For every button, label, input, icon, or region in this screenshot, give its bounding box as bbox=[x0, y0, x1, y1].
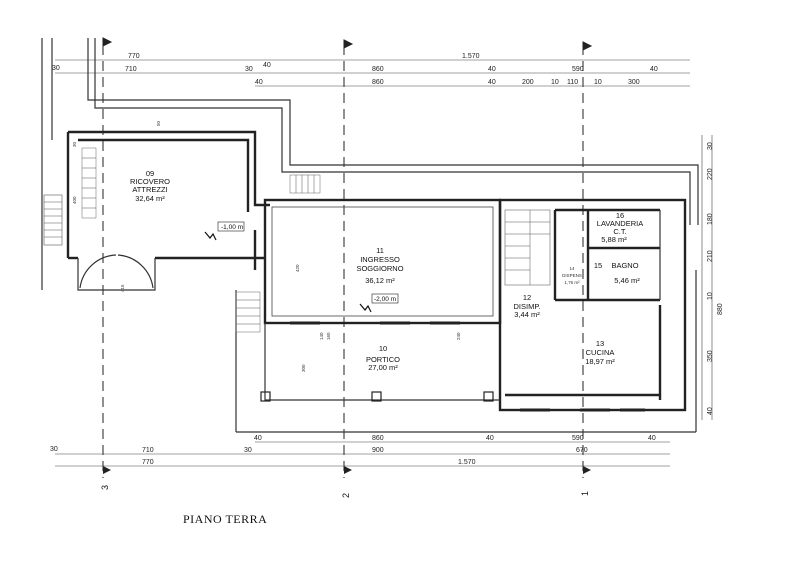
svg-text:3,44 m²: 3,44 m² bbox=[514, 310, 540, 319]
room-16-label: 16 LAVANDERIA C.T. 5,88 m² bbox=[597, 211, 643, 244]
axis-label-2: 2 bbox=[341, 493, 351, 498]
svg-text:860: 860 bbox=[372, 435, 384, 442]
svg-text:40: 40 bbox=[707, 407, 714, 415]
svg-text:10: 10 bbox=[707, 292, 714, 300]
svg-text:40: 40 bbox=[254, 435, 262, 442]
svg-text:590: 590 bbox=[572, 435, 584, 442]
svg-text:860: 860 bbox=[372, 79, 384, 86]
svg-text:110: 110 bbox=[567, 79, 578, 86]
svg-text:RICOVERO: RICOVERO bbox=[130, 177, 170, 186]
svg-text:40: 40 bbox=[486, 435, 494, 442]
svg-text:36,12 m²: 36,12 m² bbox=[365, 276, 395, 285]
svg-text:140: 140 bbox=[319, 332, 324, 340]
svg-text:300: 300 bbox=[628, 79, 640, 86]
svg-text:770: 770 bbox=[142, 459, 154, 466]
room-14-label: 14 DISPENS 1,76 m² bbox=[562, 266, 582, 285]
svg-text:220: 220 bbox=[707, 168, 714, 180]
right-dimensions: 30 220 180 210 10 880 350 40 bbox=[701, 135, 724, 420]
svg-text:10: 10 bbox=[379, 344, 387, 353]
svg-text:12: 12 bbox=[523, 293, 531, 302]
svg-text:CUCINA: CUCINA bbox=[586, 348, 615, 357]
svg-text:300: 300 bbox=[301, 364, 306, 372]
svg-text:50: 50 bbox=[156, 120, 161, 126]
svg-text:1.570: 1.570 bbox=[462, 53, 480, 60]
level-marker-1: -1,00 m bbox=[221, 224, 243, 231]
inner-dimensions: 420 300 140 160 240 400 415 30 50 bbox=[72, 120, 461, 372]
svg-text:DISPENS: DISPENS bbox=[562, 273, 582, 278]
svg-text:18,97 m²: 18,97 m² bbox=[585, 357, 615, 366]
svg-text:900: 900 bbox=[372, 447, 384, 454]
axis-label-1: 1 bbox=[580, 491, 590, 496]
svg-text:40: 40 bbox=[648, 435, 656, 442]
room-11-label: 11 INGRESSO SOGGIORNO 36,12 m² bbox=[356, 246, 403, 285]
svg-text:400: 400 bbox=[72, 196, 77, 204]
svg-text:PORTICO: PORTICO bbox=[366, 355, 400, 364]
svg-text:DISIMP.: DISIMP. bbox=[514, 302, 541, 311]
svg-text:860: 860 bbox=[372, 66, 384, 73]
svg-text:16: 16 bbox=[616, 211, 624, 220]
svg-text:40: 40 bbox=[255, 79, 263, 86]
svg-text:LAVANDERIA: LAVANDERIA bbox=[597, 219, 643, 228]
svg-text:160: 160 bbox=[326, 332, 331, 340]
svg-text:13: 13 bbox=[596, 339, 604, 348]
svg-text:SOGGIORNO: SOGGIORNO bbox=[356, 264, 403, 273]
level-marker-2: -2,00 m bbox=[374, 296, 396, 303]
svg-text:880: 880 bbox=[717, 303, 724, 315]
svg-text:40: 40 bbox=[488, 79, 496, 86]
svg-text:14: 14 bbox=[569, 266, 575, 271]
svg-text:30: 30 bbox=[707, 142, 714, 150]
svg-text:770: 770 bbox=[128, 53, 140, 60]
svg-text:10: 10 bbox=[551, 79, 559, 86]
room-13-label: 13 CUCINA 18,97 m² bbox=[585, 339, 615, 366]
svg-text:10: 10 bbox=[594, 79, 602, 86]
svg-text:5,46 m²: 5,46 m² bbox=[614, 276, 640, 285]
svg-text:1,76 m²: 1,76 m² bbox=[564, 280, 580, 285]
svg-text:415: 415 bbox=[120, 284, 125, 292]
svg-text:420: 420 bbox=[295, 264, 300, 272]
svg-text:590: 590 bbox=[572, 66, 584, 73]
svg-text:670: 670 bbox=[576, 447, 588, 454]
svg-text:15: 15 bbox=[594, 261, 602, 270]
svg-text:30: 30 bbox=[244, 447, 252, 454]
left-stairs bbox=[43, 147, 321, 333]
room-15-label: 15 BAGNO 5,46 m² bbox=[594, 261, 640, 285]
room-10-label: 10 PORTICO 27,00 m² bbox=[366, 344, 400, 372]
room-09-walls bbox=[66, 130, 270, 291]
svg-text:210: 210 bbox=[707, 250, 714, 262]
svg-text:200: 200 bbox=[522, 79, 534, 86]
axis-label-3: 3 bbox=[100, 485, 110, 490]
site-boundary bbox=[41, 38, 699, 433]
level-markers: -1,00 m -2,00 m bbox=[204, 221, 399, 313]
svg-text:710: 710 bbox=[125, 66, 137, 73]
room-12-label: 12 DISIMP. 3,44 m² bbox=[514, 293, 541, 319]
svg-text:30: 30 bbox=[72, 141, 77, 147]
svg-text:11: 11 bbox=[376, 246, 384, 255]
axis-lines: 3 2 1 bbox=[100, 37, 593, 498]
main-house-walls bbox=[260, 198, 687, 412]
top-dimensions: 770 40 1.570 30 710 30 860 40 590 40 40 … bbox=[52, 53, 690, 87]
svg-text:30: 30 bbox=[52, 65, 60, 72]
svg-text:BAGNO: BAGNO bbox=[611, 261, 638, 270]
svg-text:40: 40 bbox=[263, 62, 271, 69]
svg-text:27,00 m²: 27,00 m² bbox=[368, 363, 398, 372]
svg-text:1.570: 1.570 bbox=[458, 459, 476, 466]
svg-text:40: 40 bbox=[488, 66, 496, 73]
svg-text:5,88 m²: 5,88 m² bbox=[601, 235, 627, 244]
svg-text:INGRESSO: INGRESSO bbox=[360, 255, 400, 264]
svg-text:350: 350 bbox=[707, 350, 714, 362]
svg-text:30: 30 bbox=[245, 66, 253, 73]
svg-text:09: 09 bbox=[146, 169, 154, 178]
bottom-dimensions: 40 860 40 590 40 30 710 30 900 670 770 1… bbox=[50, 435, 670, 467]
svg-text:40: 40 bbox=[650, 66, 658, 73]
drawing-title: PIANO TERRA bbox=[183, 512, 267, 526]
svg-text:710: 710 bbox=[142, 447, 154, 454]
svg-text:180: 180 bbox=[707, 213, 714, 225]
room-09-label: 09 RICOVERO ATTREZZI 32,64 m² bbox=[130, 169, 170, 203]
svg-text:32,64 m²: 32,64 m² bbox=[135, 194, 165, 203]
svg-text:ATTREZZI: ATTREZZI bbox=[132, 185, 167, 194]
svg-text:30: 30 bbox=[50, 446, 58, 453]
svg-text:C.T.: C.T. bbox=[613, 227, 626, 236]
svg-text:240: 240 bbox=[456, 332, 461, 340]
